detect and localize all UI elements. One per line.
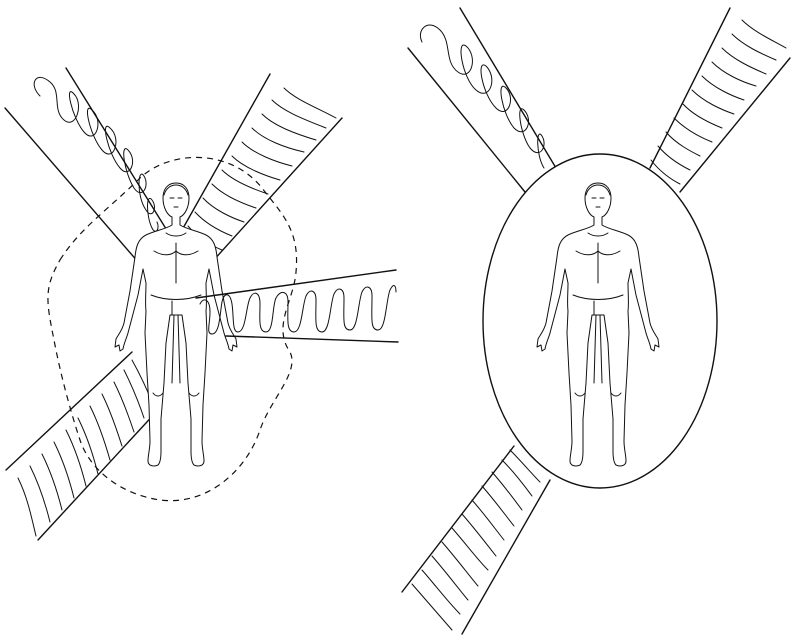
right-lower-left-arcs-beam — [402, 446, 550, 634]
right-upper-left-wave-beam — [408, 8, 556, 192]
left-lower-left-arcs-beam — [6, 352, 158, 540]
right-upper-right-arcs-beam — [650, 8, 790, 192]
left-panel — [5, 68, 398, 540]
right-panel — [402, 8, 790, 634]
left-upper-right-arcs-beam — [182, 74, 342, 262]
